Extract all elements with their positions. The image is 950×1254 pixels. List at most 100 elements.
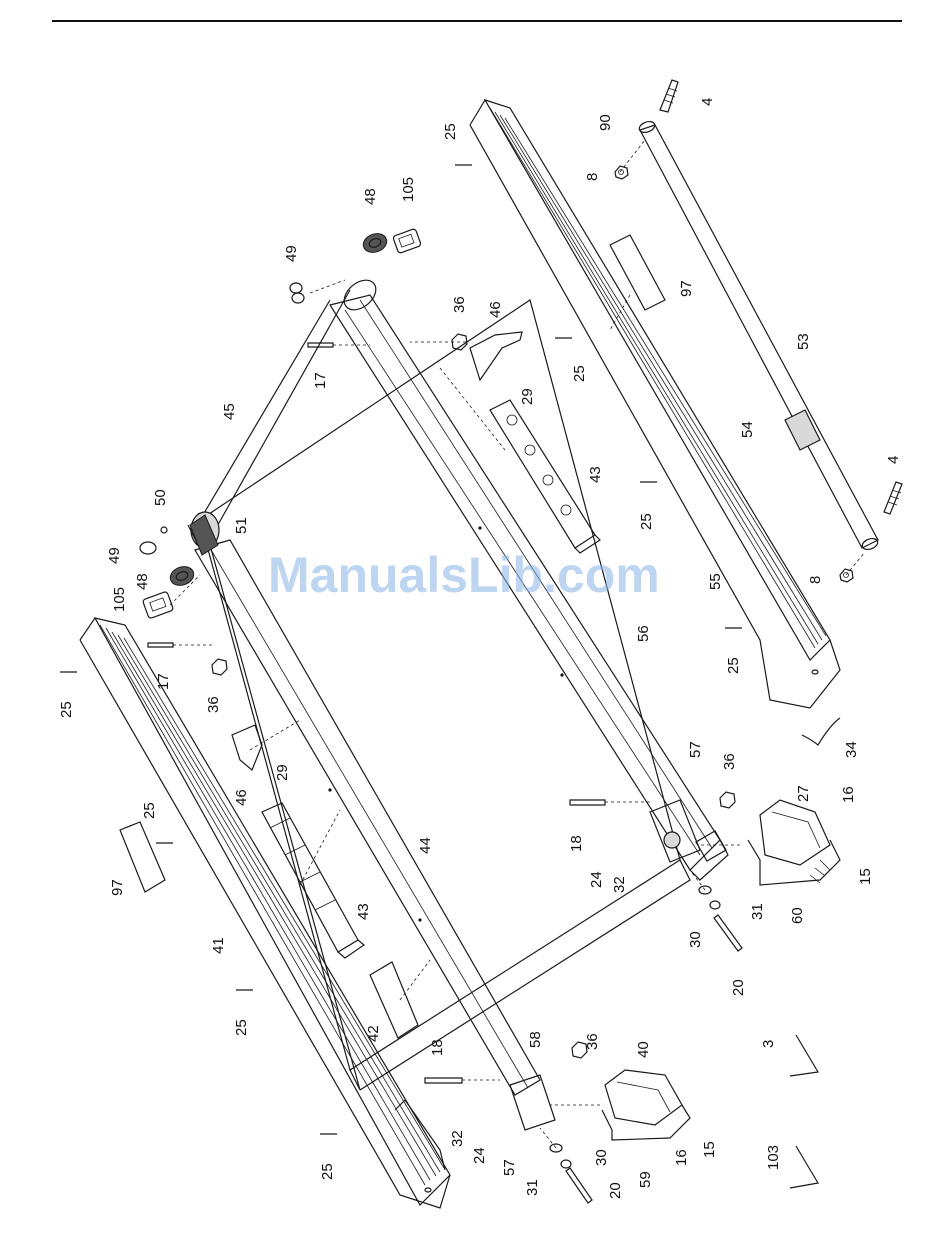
washer-31-left bbox=[561, 1160, 571, 1168]
label-31-b: 31 bbox=[524, 1179, 541, 1196]
label-34: 34 bbox=[843, 741, 860, 758]
endcap-105-top bbox=[393, 228, 422, 253]
bolt-20-right bbox=[714, 915, 742, 951]
wheel-48-left bbox=[168, 563, 197, 588]
bracket-43-right bbox=[490, 400, 600, 553]
label-32-a: 32 bbox=[611, 876, 628, 893]
label-25-c: 25 bbox=[638, 513, 655, 530]
label-25-d: 25 bbox=[725, 657, 742, 674]
rear-roller bbox=[188, 274, 382, 548]
nut-8-bottom bbox=[840, 569, 853, 582]
label-46-a: 46 bbox=[487, 301, 504, 318]
label-20-a: 20 bbox=[730, 979, 747, 996]
label-57-a: 57 bbox=[687, 741, 704, 758]
washer-31-right bbox=[710, 901, 720, 909]
label-30-b: 30 bbox=[593, 1149, 610, 1166]
wire-34 bbox=[802, 718, 840, 745]
label-24-b: 24 bbox=[471, 1147, 488, 1164]
label-16-a: 16 bbox=[840, 786, 857, 803]
label-27: 27 bbox=[795, 785, 812, 802]
label-55: 55 bbox=[707, 573, 724, 590]
wheel-48-top bbox=[361, 230, 390, 255]
bolt-18-left bbox=[425, 1078, 462, 1083]
foot-27 bbox=[760, 800, 830, 865]
washer-49-top bbox=[290, 283, 304, 303]
bolt-17-left bbox=[148, 643, 173, 647]
bolt-18-right bbox=[570, 800, 605, 805]
label-32-b: 32 bbox=[449, 1130, 466, 1147]
deck-part bbox=[200, 300, 690, 1090]
label-48-a: 48 bbox=[362, 188, 379, 205]
label-15-b: 15 bbox=[701, 1141, 718, 1158]
label-40: 40 bbox=[635, 1041, 652, 1058]
label-36-b: 36 bbox=[205, 696, 222, 713]
label-31-a: 31 bbox=[749, 903, 766, 920]
front-right-bracket-57 bbox=[650, 800, 700, 862]
label-48-b: 48 bbox=[134, 573, 151, 590]
label-49-a: 49 bbox=[283, 245, 300, 262]
label-25-e: 25 bbox=[58, 701, 75, 718]
label-36-a: 36 bbox=[451, 296, 468, 313]
left-rail-41 bbox=[80, 618, 450, 1208]
label-56: 56 bbox=[635, 625, 652, 642]
wrench-103 bbox=[790, 1146, 818, 1188]
label-59: 59 bbox=[637, 1171, 654, 1188]
decal-97-left bbox=[120, 822, 165, 892]
label-30-a: 30 bbox=[687, 931, 704, 948]
bracket-46-right bbox=[470, 332, 522, 380]
foot-40 bbox=[605, 1070, 682, 1125]
bracket-46-left bbox=[232, 725, 262, 770]
label-4-bottom: 4 bbox=[885, 456, 902, 464]
label-25-f: 25 bbox=[141, 802, 158, 819]
nut-36-c bbox=[720, 792, 735, 808]
nut-36-b bbox=[212, 659, 227, 675]
label-17-b: 17 bbox=[155, 673, 172, 690]
callouts: 4 90 8 25 48 105 49 36 46 17 29 97 25 53… bbox=[58, 98, 902, 1199]
screw-50 bbox=[161, 527, 167, 533]
label-90: 90 bbox=[597, 114, 614, 131]
foot-60 bbox=[748, 840, 840, 885]
watermark: ManualsLib.com bbox=[268, 547, 660, 603]
bolt-4-bottom bbox=[884, 482, 902, 514]
washer-49-left bbox=[140, 542, 156, 554]
bolt-20-left bbox=[566, 1168, 592, 1203]
label-45: 45 bbox=[221, 403, 238, 420]
label-25-a: 25 bbox=[442, 123, 459, 140]
label-43-b: 43 bbox=[355, 903, 372, 920]
label-50: 50 bbox=[152, 489, 169, 506]
screws-25 bbox=[60, 165, 742, 1134]
label-8-bottom: 8 bbox=[807, 576, 824, 584]
label-24-a: 24 bbox=[588, 871, 605, 888]
wrench-3 bbox=[790, 1035, 818, 1076]
label-44: 44 bbox=[417, 837, 434, 854]
frame-left-rail bbox=[195, 540, 540, 1095]
label-25-b: 25 bbox=[571, 365, 588, 382]
label-4-top: 4 bbox=[699, 98, 716, 106]
label-15-a: 15 bbox=[857, 868, 874, 885]
label-29-a: 29 bbox=[519, 388, 536, 405]
label-18-a: 18 bbox=[568, 835, 585, 852]
label-58: 58 bbox=[527, 1031, 544, 1048]
bolt-4-top bbox=[660, 80, 678, 112]
bolt-17-right bbox=[308, 343, 333, 347]
label-105-a: 105 bbox=[400, 177, 417, 202]
label-43-a: 43 bbox=[587, 466, 604, 483]
label-41: 41 bbox=[210, 937, 227, 954]
label-36-d: 36 bbox=[584, 1033, 601, 1050]
front-left-bracket-58 bbox=[510, 1075, 555, 1130]
label-57-b: 57 bbox=[501, 1159, 518, 1176]
label-51: 51 bbox=[233, 517, 250, 534]
label-54: 54 bbox=[739, 421, 756, 438]
label-25-g: 25 bbox=[233, 1019, 250, 1036]
label-25-h: 25 bbox=[319, 1163, 336, 1180]
label-3: 3 bbox=[760, 1040, 777, 1048]
nut-8-top bbox=[615, 166, 628, 179]
label-53: 53 bbox=[795, 333, 812, 350]
label-60: 60 bbox=[789, 907, 806, 924]
label-103: 103 bbox=[765, 1145, 782, 1170]
label-105-b: 105 bbox=[111, 587, 128, 612]
label-16-b: 16 bbox=[673, 1149, 690, 1166]
label-97-a: 97 bbox=[678, 280, 695, 297]
